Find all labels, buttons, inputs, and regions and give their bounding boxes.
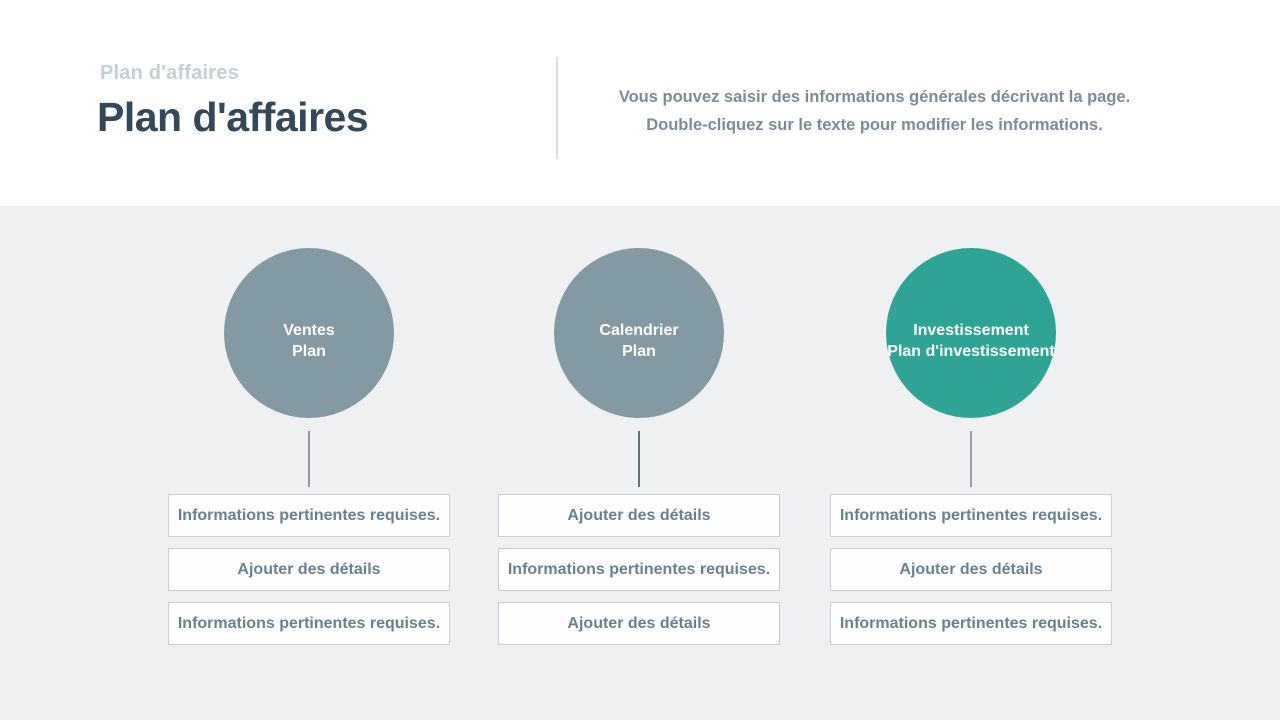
detail-box[interactable]: Informations pertinentes requises. [168,602,450,645]
slide-header: Plan d'affaires Plan d'affaires Vous pou… [0,0,1280,206]
plan-column-calendrier: Calendrier Plan Ajouter des détails Info… [498,248,780,656]
connector-line-ventes [308,431,310,487]
description-line-1: Vous pouvez saisir des informations géné… [618,88,1131,106]
circle-ventes[interactable]: Ventes Plan [224,248,394,418]
detail-box[interactable]: Ajouter des détails [498,602,780,645]
detail-boxes-calendrier: Ajouter des détails Informations pertine… [498,494,780,656]
circle-calendrier-line1: Calendrier [599,322,679,339]
description-line-2: Double-cliquez sur le texte pour modifie… [646,116,1103,134]
detail-box[interactable]: Informations pertinentes requises. [168,494,450,537]
detail-boxes-investissement: Informations pertinentes requises. Ajout… [830,494,1112,656]
circle-ventes-line2: Plan [292,343,326,360]
connector-line-investissement [970,431,972,487]
circle-ventes-line1: Ventes [283,322,335,339]
circle-investissement-line1: Investissement [913,322,1029,339]
plan-column-ventes: Ventes Plan Informations pertinentes req… [168,248,450,656]
detail-box[interactable]: Informations pertinentes requises. [830,494,1112,537]
detail-box[interactable]: Informations pertinentes requises. [498,548,780,591]
detail-boxes-ventes: Informations pertinentes requises. Ajout… [168,494,450,656]
circle-investissement-label: Investissement Plan d'investissement [887,320,1054,362]
detail-box[interactable]: Ajouter des détails [830,548,1112,591]
circle-ventes-label: Ventes Plan [283,320,335,362]
slide-kicker[interactable]: Plan d'affaires [100,62,239,84]
circle-investissement[interactable]: Investissement Plan d'investissement [886,248,1056,418]
detail-box[interactable]: Ajouter des détails [498,494,780,537]
connector-line-calendrier [638,431,640,487]
detail-box[interactable]: Ajouter des détails [168,548,450,591]
circle-calendrier[interactable]: Calendrier Plan [554,248,724,418]
circle-calendrier-label: Calendrier Plan [599,320,678,362]
slide-description[interactable]: Vous pouvez saisir des informations géné… [582,83,1167,139]
plan-column-investissement: Investissement Plan d'investissement Inf… [830,248,1112,656]
circle-investissement-line2: Plan d'investissement [887,343,1055,360]
detail-box[interactable]: Informations pertinentes requises. [830,602,1112,645]
slide-title[interactable]: Plan d'affaires [97,94,369,140]
circle-calendrier-line2: Plan [622,343,656,360]
header-divider [556,57,558,159]
